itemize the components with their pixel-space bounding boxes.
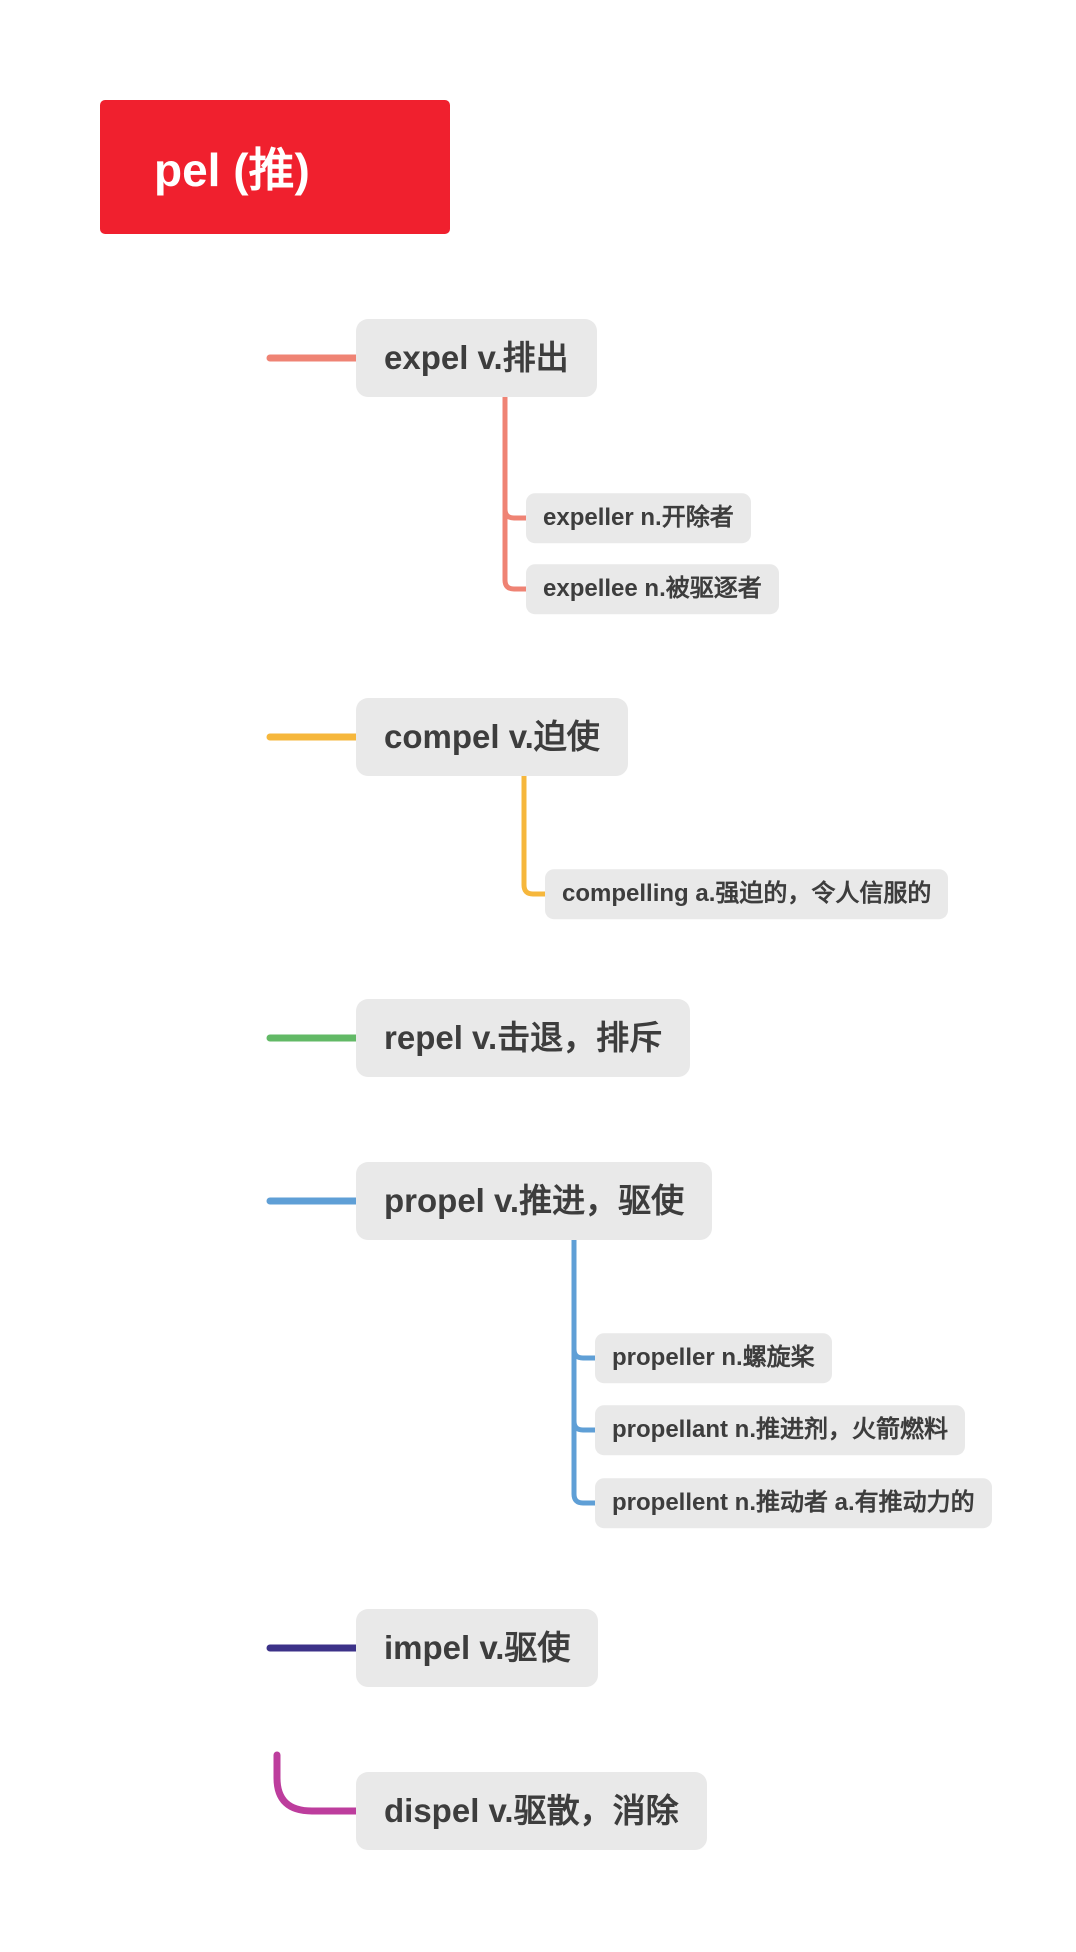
connector-propellant <box>571 1232 600 1433</box>
child-node-propellant[interactable]: propellant n.推进剂，火箭燃料 <box>595 1405 965 1455</box>
branch-node-propel[interactable]: propel v.推进，驱使 <box>356 1162 713 1240</box>
branch-node-impel[interactable]: impel v.驱使 <box>356 1609 599 1687</box>
branch-node-repel[interactable]: repel v.击退，排斥 <box>356 999 691 1077</box>
child-node-expeller[interactable]: expeller n.开除者 <box>526 493 751 543</box>
connector-expellee <box>502 387 531 592</box>
child-node-expellee[interactable]: expellee n.被驱逐者 <box>526 564 779 614</box>
connector-propeller <box>571 1232 600 1361</box>
branch-node-expel[interactable]: expel v.排出 <box>356 319 597 397</box>
child-node-propellent[interactable]: propellent n.推动者 a.有推动力的 <box>595 1478 992 1528</box>
branch-node-dispel[interactable]: dispel v.驱散，消除 <box>356 1772 707 1850</box>
connector-compelling <box>521 767 550 897</box>
connector-dispel <box>273 1751 364 1815</box>
connector-propellent <box>571 1232 600 1506</box>
root-node[interactable]: pel (推) <box>100 100 450 234</box>
child-node-propeller[interactable]: propeller n.螺旋桨 <box>595 1333 832 1383</box>
connector-expeller <box>502 387 531 521</box>
child-node-compelling[interactable]: compelling a.强迫的，令人信服的 <box>545 869 949 919</box>
branch-node-compel[interactable]: compel v.迫使 <box>356 698 628 776</box>
